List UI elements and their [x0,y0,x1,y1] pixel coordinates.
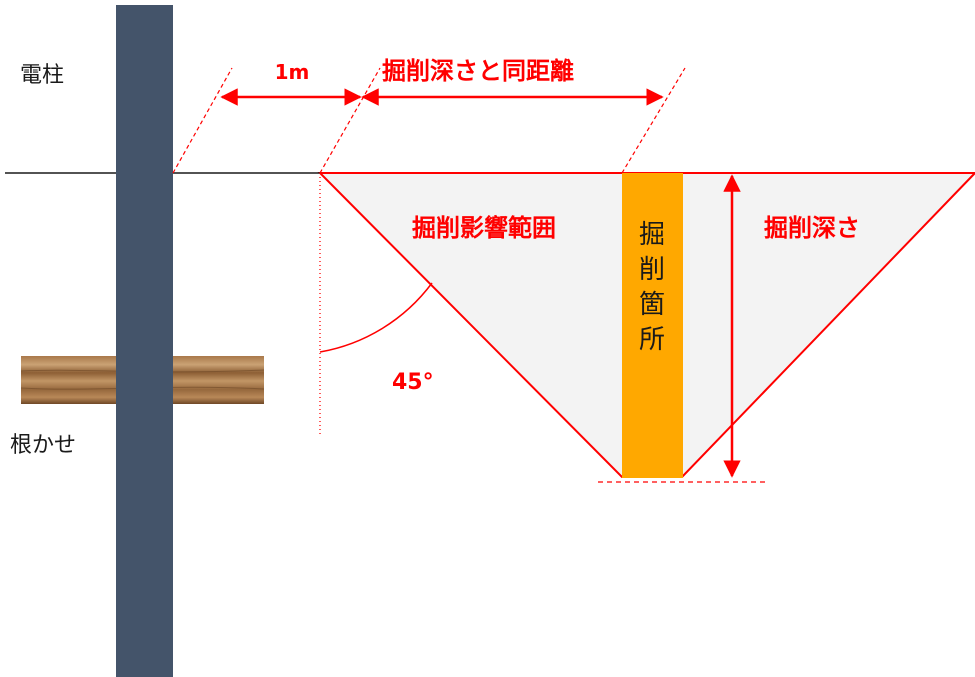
angle-label: 45° [392,370,434,395]
excavation-site-char: 掘 [639,220,665,250]
one-meter-label: 1m [275,60,310,84]
extension-line-pole [172,67,233,174]
excavation-site [622,173,683,478]
excavation-depth-label: 掘削深さ [764,214,860,242]
extension-line-excavation [621,67,686,174]
extension-line-zone [319,67,381,174]
angle-arc [319,282,433,353]
utility-pole-front [116,356,173,404]
excavation-site-char: 削 [639,255,665,285]
influence-range-label: 掘削影響範囲 [412,214,556,242]
excavation-site-char: 所 [639,325,665,355]
excavation-site-char: 箇 [639,290,665,320]
root-anchor-label: 根かせ [10,433,76,458]
pole-label: 電柱 [20,63,64,88]
same-distance-label: 掘削深さと同距離 [382,57,574,85]
utility-pole [116,5,173,677]
